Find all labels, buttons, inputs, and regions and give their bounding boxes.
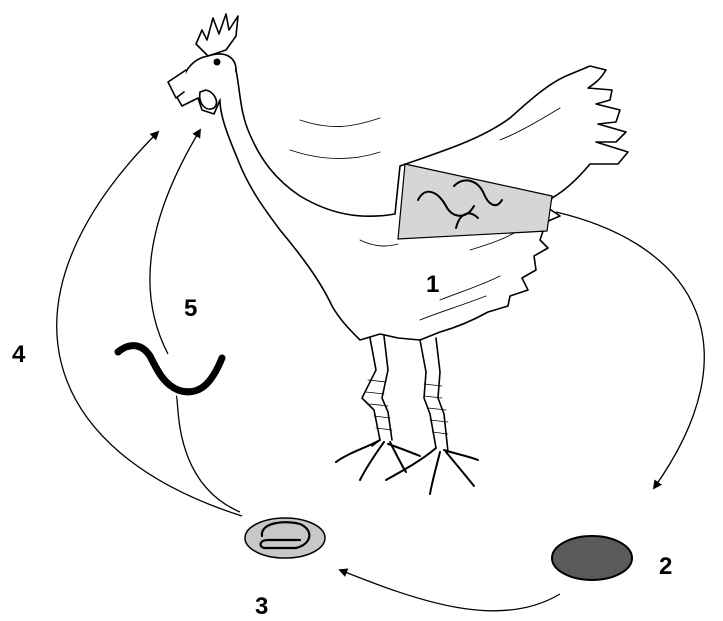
stage-label-1: 1 [426,271,439,298]
chicken-foot-left [336,440,420,480]
larva-icon [118,346,222,392]
stage-label-3: 3 [255,593,268,620]
stage-label-5: 5 [184,295,197,322]
chicken-leg-scales [366,380,448,434]
chicken-foot-right [386,448,478,494]
stage-label-4: 4 [12,341,26,368]
stage-label-2: 2 [659,553,672,580]
egg-icon [552,536,632,580]
chicken-comb [196,14,238,56]
chicken-eye [214,59,221,66]
arrow-embryonated-to-host [57,132,242,516]
arrow-egg-to-embryonated [340,570,560,611]
chicken-icon [168,14,628,494]
arrow-worms-to-egg [556,212,704,488]
chicken-leg-right [420,338,448,452]
embryonated-egg-icon [245,518,325,558]
